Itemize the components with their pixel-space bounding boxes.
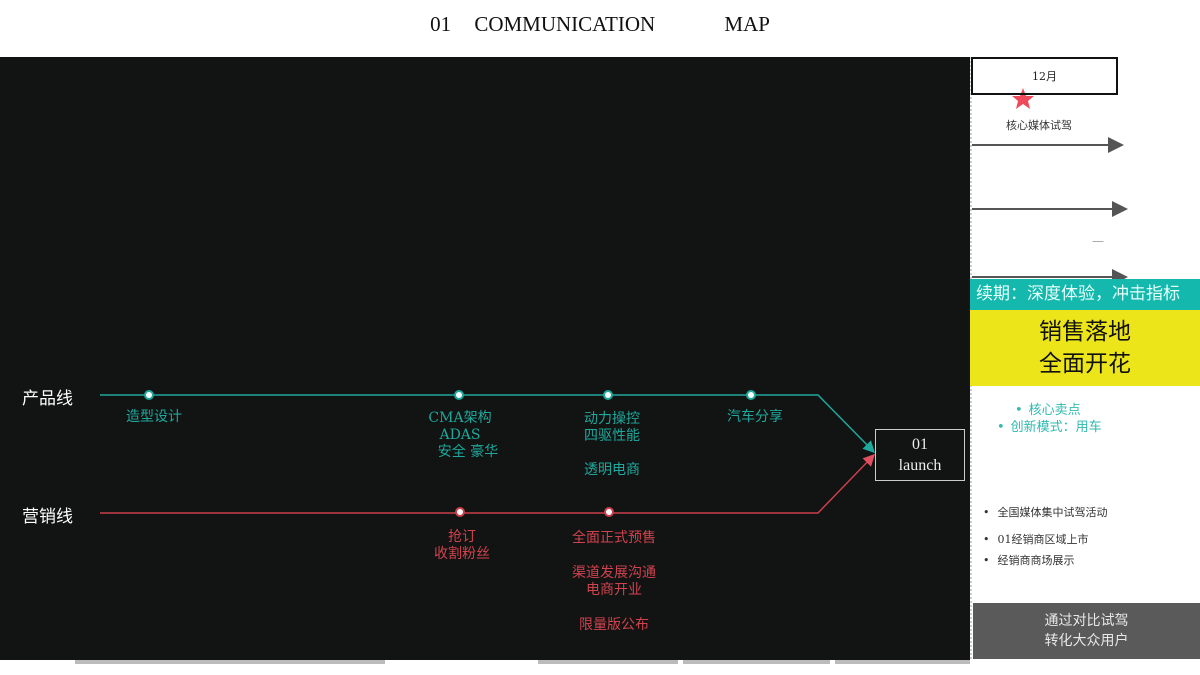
marketing-node-label: 抢订 收割粉丝 <box>412 529 512 563</box>
label-line: 透明电商 <box>584 462 640 478</box>
highlight-line: 全面开花 <box>1039 351 1131 377</box>
label-line: 限量版公布 <box>579 617 649 633</box>
page-title: 01 COMMUNICATION MAP <box>0 12 1200 37</box>
title-word-map: MAP <box>724 12 770 36</box>
product-line <box>100 394 876 454</box>
launch-label: launch <box>898 457 942 474</box>
label-line: 抢订 <box>448 529 476 545</box>
label-line: 四驱性能 <box>584 428 640 444</box>
label-line: CMA架构 <box>428 410 492 426</box>
label-line: 汽车分享 <box>727 409 783 425</box>
shadow-strip <box>835 660 970 664</box>
map-board <box>0 57 970 660</box>
label-line: 动力操控 <box>584 411 640 427</box>
month-box: 12月 <box>971 57 1118 95</box>
shadow-strip <box>75 660 385 664</box>
product-node-label: 动力操控 四驱性能 透明电商 <box>552 411 672 479</box>
label-line: 渠道发展沟通 <box>572 565 656 581</box>
label-line: 收割粉丝 <box>434 546 490 562</box>
product-node-label: 造型设计 <box>104 409 204 426</box>
star-label: 核心媒体试驾 <box>1006 119 1072 132</box>
title-number: 01 <box>430 12 452 36</box>
sales-highlight: 销售落地 全面开花 <box>970 310 1200 386</box>
teal-bullet: 创新模式：用车 <box>997 416 1102 435</box>
label-line: 安全 豪华 <box>437 444 499 460</box>
marketing-line-label: 营销线 <box>22 507 73 527</box>
product-node-label: CMA架构 ADAS 安全 豪华 <box>400 410 520 461</box>
conversion-box: 通过对比试驾 转化大众用户 <box>973 603 1200 659</box>
label-line: 造型设计 <box>126 409 182 425</box>
marketing-node <box>455 507 614 517</box>
product-line-label: 产品线 <box>22 389 73 409</box>
bullet-item: 全国媒体集中试驾活动 <box>983 504 1108 520</box>
conversion-line: 通过对比试驾 <box>1044 613 1129 629</box>
shadow-strip <box>538 660 678 664</box>
launch-number: 01 <box>912 436 928 453</box>
star-icon <box>1012 88 1034 109</box>
conversion-line: 转化大众用户 <box>1044 633 1129 649</box>
bullet-item: 经销商商场展示 <box>983 552 1075 568</box>
highlight-line: 销售落地 <box>1039 319 1131 345</box>
bullet-item: 01经销商区域上市 <box>983 531 1089 547</box>
marketing-line <box>100 453 876 514</box>
marketing-node-label: 全面正式预售 渠道发展沟通 电商开业 限量版公布 <box>544 530 684 634</box>
product-node-label: 汽车分享 <box>705 409 805 426</box>
label-line: 电商开业 <box>586 582 642 598</box>
title-word-communication: COMMUNICATION <box>474 12 656 36</box>
phase-banner: 续期：深度体验，冲击指标 <box>970 279 1200 310</box>
product-node <box>144 390 756 400</box>
launch-box: 01 launch <box>875 429 965 481</box>
label-line: 全面正式预售 <box>572 530 656 546</box>
teal-bullet: 核心卖点 <box>1015 399 1081 418</box>
dash-mark: — <box>1092 234 1104 248</box>
label-line: ADAS <box>439 427 481 443</box>
shadow-strip <box>683 660 830 664</box>
